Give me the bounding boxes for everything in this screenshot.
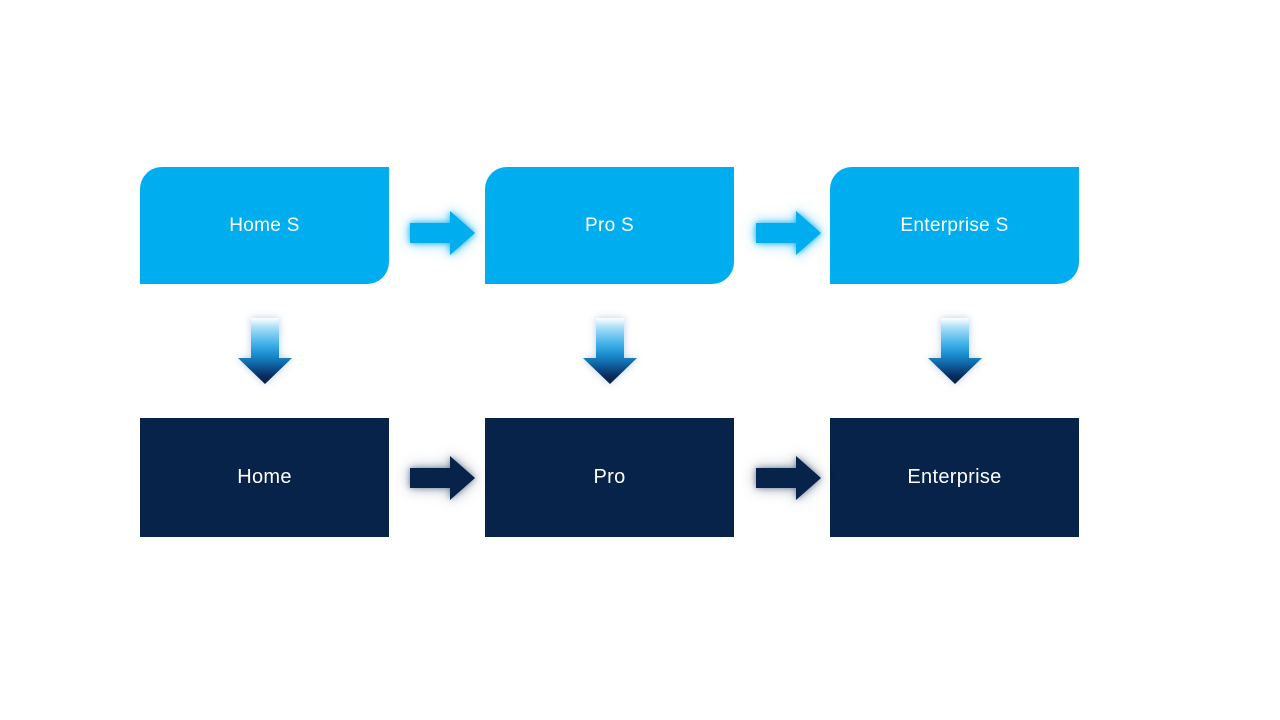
down-arrow-shape	[928, 318, 982, 384]
down-arrow-icon-enterprise	[928, 318, 982, 384]
bottom-box-pro-label: Pro	[593, 466, 626, 488]
right-arrow-shape	[756, 456, 821, 500]
right-arrow-shape	[410, 211, 475, 255]
bottom-box-enterprise: Enterprise	[830, 418, 1079, 537]
top-box-pro-s: Pro S	[485, 167, 734, 284]
down-arrow-shape	[583, 318, 637, 384]
down-arrow-icon-pro	[583, 318, 637, 384]
right-arrow-icon-top-1	[410, 211, 475, 255]
right-arrow-icon-bottom-1	[410, 456, 475, 500]
right-arrow-shape	[756, 211, 821, 255]
bottom-box-home-label: Home	[237, 466, 292, 488]
bottom-box-pro: Pro	[485, 418, 734, 537]
right-arrow-icon-bottom-2	[756, 456, 821, 500]
top-box-home-s-label: Home S	[229, 214, 300, 236]
down-arrow-icon-home	[238, 318, 292, 384]
top-box-enterprise-s: Enterprise S	[830, 167, 1079, 284]
top-box-pro-s-label: Pro S	[584, 214, 635, 236]
bottom-box-home: Home	[140, 418, 389, 537]
bottom-box-enterprise-label: Enterprise	[907, 466, 1002, 488]
top-box-home-s: Home S	[140, 167, 389, 284]
top-box-enterprise-s-label: Enterprise S	[900, 214, 1009, 236]
right-arrow-shape	[410, 456, 475, 500]
down-arrow-shape	[238, 318, 292, 384]
right-arrow-icon-top-2	[756, 211, 821, 255]
